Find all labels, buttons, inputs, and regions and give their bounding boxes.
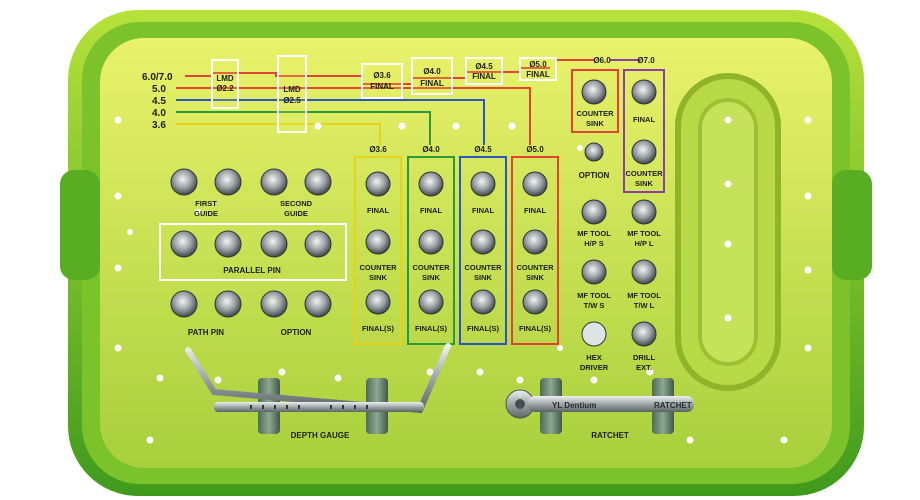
- parallel-pin-label: PARALLEL PIN: [223, 266, 281, 275]
- first-guide-label-2: GUIDE: [194, 209, 218, 218]
- tray-right-handle: [832, 170, 872, 280]
- box-f45-line2: FINAL: [472, 72, 496, 81]
- final-s-label: FINAL(S): [362, 324, 395, 333]
- first-guide-label-1: FIRST: [195, 199, 217, 208]
- column-header: Ø4.5: [474, 145, 492, 154]
- box-f45-line1: Ø4.5: [475, 62, 493, 71]
- hex-driver-label-1: HEX: [586, 353, 601, 362]
- counter-label: COUNTER: [359, 263, 397, 272]
- box-f36-line1: Ø3.6: [373, 71, 391, 80]
- mf-tws-label-2: T/W S: [584, 301, 605, 310]
- label-d60: Ø6.0: [593, 56, 611, 65]
- column-header: Ø3.6: [369, 145, 387, 154]
- mf-twl-label-1: MF TOOL: [627, 291, 661, 300]
- tray-dots: [114, 116, 812, 444]
- oval-slot-inner: [698, 98, 758, 366]
- parallel-pin-box: [159, 223, 347, 281]
- ratchet-instrument: [505, 389, 694, 419]
- box-f40-line2: FINAL: [420, 79, 444, 88]
- sink-label: SINK: [526, 273, 545, 282]
- sink-label: SINK: [422, 273, 441, 282]
- mf-hpl-label-1: MF TOOL: [627, 229, 661, 238]
- counter-sink-label-1: COUNTER: [576, 109, 614, 118]
- box-f50-line1: Ø5.0: [529, 60, 547, 69]
- second-guide-label-1: SECOND: [280, 199, 313, 208]
- final-s-label: FINAL(S): [519, 324, 552, 333]
- counter-label: COUNTER: [516, 263, 554, 272]
- counter-sink2-label-2: SINK: [635, 179, 654, 188]
- depth-gauge-label: DEPTH GAUGE: [291, 431, 350, 440]
- legend-item: 6.0/7.0: [142, 72, 173, 83]
- mf-hpl-label-2: H/P L: [634, 239, 653, 248]
- legend-item: 5.0: [152, 84, 166, 95]
- label-d70: Ø7.0: [637, 56, 655, 65]
- second-guide-label-2: GUIDE: [284, 209, 308, 218]
- final-s-label: FINAL(S): [415, 324, 448, 333]
- drill-column-labels: FINAL FINAL FINAL FINAL COUNTER COUNTER …: [359, 206, 554, 333]
- mf-tws-label-1: MF TOOL: [577, 291, 611, 300]
- final-label: FINAL: [524, 206, 546, 215]
- depth-gauge-instrument: [185, 343, 451, 414]
- final-label-right: FINAL: [633, 115, 655, 124]
- ratchet-engraving: RATCHET: [654, 401, 692, 410]
- box-lmd25-line2: Ø2.5: [283, 96, 301, 105]
- box-lmd22-line1: LMD: [216, 74, 234, 83]
- final-label: FINAL: [420, 206, 442, 215]
- option-label-right: OPTION: [579, 171, 610, 180]
- counter-label: COUNTER: [412, 263, 450, 272]
- color-legend: 6.0/7.0 5.0 4.5 4.0 3.6: [142, 72, 173, 131]
- option-label-left: OPTION: [281, 328, 312, 337]
- ratchet-label: RATCHET: [591, 431, 629, 440]
- sink-label: SINK: [369, 273, 388, 282]
- column-header: Ø5.0: [526, 145, 544, 154]
- top-drill-boxes: [211, 55, 557, 133]
- counter-sink2-label-1: COUNTER: [625, 169, 663, 178]
- box-f50-line2: FINAL: [526, 70, 550, 79]
- drill-ext-label-1: DRILL: [633, 353, 655, 362]
- counter-sink-label-2: SINK: [586, 119, 605, 128]
- final-label: FINAL: [472, 206, 494, 215]
- legend-item: 3.6: [152, 120, 166, 131]
- column-header: Ø4.0: [422, 145, 440, 154]
- drill-column-boxes: [354, 69, 665, 345]
- counter-label: COUNTER: [464, 263, 502, 272]
- mf-twl-label-2: T/W L: [634, 301, 655, 310]
- instrument-sockets: [170, 79, 657, 347]
- final-s-label: FINAL(S): [467, 324, 500, 333]
- path-pin-label: PATH PIN: [188, 328, 224, 337]
- final-label: FINAL: [367, 206, 389, 215]
- ratchet-brand-text: YL Dentium: [552, 401, 596, 410]
- mf-hps-label-1: MF TOOL: [577, 229, 611, 238]
- hex-driver-label-2: DRIVER: [580, 363, 609, 372]
- sink-label: SINK: [474, 273, 493, 282]
- tray-left-handle: [60, 170, 100, 280]
- legend-item: 4.0: [152, 108, 166, 119]
- mf-hps-label-2: H/P S: [584, 239, 603, 248]
- drill-ext-label-2: EXT.: [636, 363, 652, 372]
- box-f40-line1: Ø4.0: [423, 67, 441, 76]
- legend-item: 4.5: [152, 96, 166, 107]
- box-lmd22-line2: Ø2.2: [216, 84, 234, 93]
- box-lmd25-line1: LMD: [283, 85, 301, 94]
- box-f36-line2: FINAL: [370, 82, 394, 91]
